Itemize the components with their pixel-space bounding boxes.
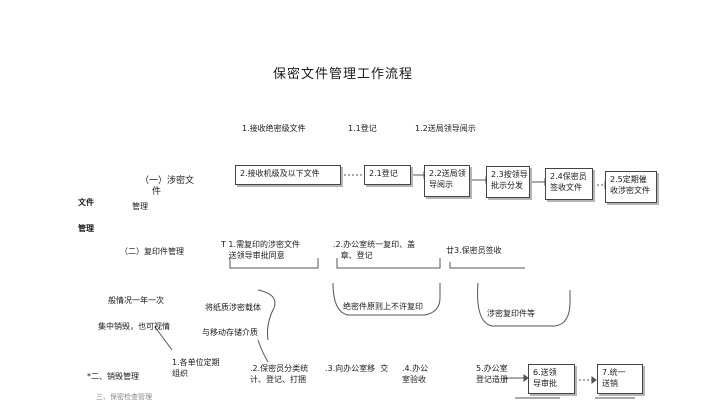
box-periodic-recall: 2.5定期催 收涉密文件 <box>605 171 657 203</box>
note-centralized: 集中销毁，也可视情 <box>98 322 170 331</box>
arrowhead <box>591 376 597 384</box>
section-2-label: （二）复印件管理 <box>120 247 184 256</box>
destroy-step-4: .4.办公 室验收 <box>402 364 429 384</box>
note-arrow <box>154 326 173 351</box>
step-1-2-label: 1.2送局领导阅示 <box>415 124 476 133</box>
copy-step-2: .2.办公室统一复印、盖 章、登记 <box>333 240 416 260</box>
box-approval: 6.送领 导审批 <box>528 364 575 394</box>
destroy-step-5: 5.办公室 登记造册 <box>476 364 508 384</box>
manage-label-1: 管理 <box>132 202 148 211</box>
callout-copy-ink: 涉密复印件等 <box>487 309 535 318</box>
box-receive-confidential: 2.接收机级及以下文件 <box>235 165 341 185</box>
note-once-a-year: 般情况一年一次 <box>108 296 164 305</box>
box-unified-destroy: 7.统一 送销 <box>597 364 643 394</box>
callout-no-copy: 绝密件原则上不许复印 <box>343 302 423 311</box>
arrowhead <box>523 374 529 382</box>
section-1-label: （一）涉密文 <box>140 176 195 186</box>
section-1-label-b: 件 <box>152 187 162 197</box>
destroy-step-1: 1.各单位定期 组织 <box>172 358 220 378</box>
section-3-label: *二、销毁管理 <box>87 372 139 381</box>
bracket-copy-1 <box>229 258 319 269</box>
box-leader-review: 2.2送局领 导阅示 <box>424 165 470 197</box>
step-1-1-label: 1.1登记 <box>348 124 377 133</box>
note-mobile-media: 与移动存储介质 <box>202 328 258 337</box>
destroy-step-2: .2.保密员分类统 计、登记、打捆 <box>250 364 309 384</box>
step-1-label: 1.接收绝密级文件 <box>242 124 306 133</box>
destroy-step-3: .3.向办公室移 交 <box>325 364 389 373</box>
bracket-copy-2 <box>336 258 441 269</box>
bracket-copy-3 <box>449 262 525 269</box>
copy-step-1: T 1.需复印的涉密文件 送领导审批同意 <box>221 240 301 260</box>
box-dispatch: 2.3按领导 批示分发 <box>486 166 530 198</box>
note-paper-media: 将纸质涉密载体 <box>205 303 261 312</box>
doc-label: 文件 <box>78 198 94 207</box>
section-4-label-partial: 三、保密检查管理 <box>96 393 152 401</box>
page-title: 保密文件管理工作流程 <box>273 67 414 82</box>
copy-step-3: 廿3.保密员签收 <box>446 246 502 255</box>
manage-label-2: 管理 <box>78 224 94 233</box>
callout-copy-outline <box>477 282 571 327</box>
box-register: 2.1登记 <box>364 165 411 185</box>
brace-paper <box>257 289 276 341</box>
box-clerk-receive: 2.4保密员 签收文件 <box>545 168 593 200</box>
callout-no-copy-outline <box>332 282 441 316</box>
destroy-link <box>257 339 269 363</box>
